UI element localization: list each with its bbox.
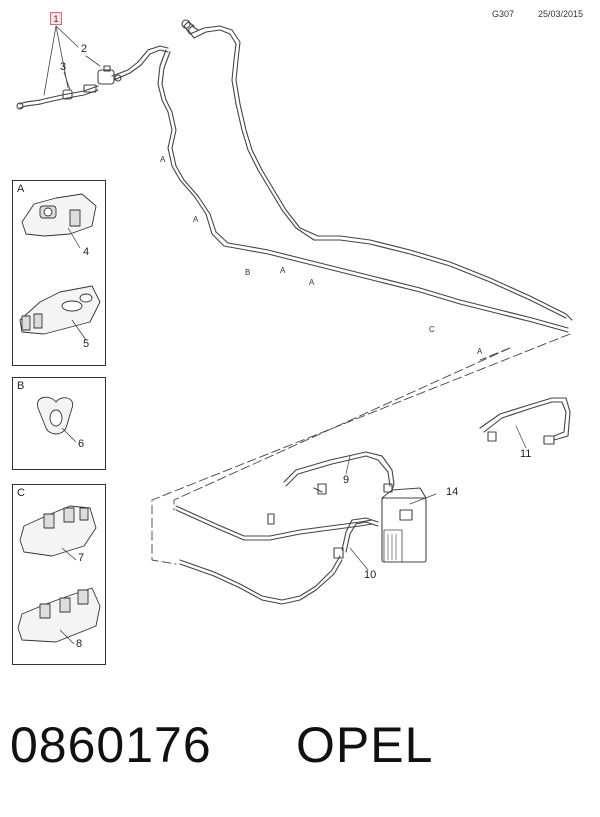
callout-4: 4 xyxy=(83,246,90,258)
reference-box-1: 1 xyxy=(50,12,62,25)
panel-c: C xyxy=(12,484,106,665)
callout-10: 10 xyxy=(364,569,377,581)
callout-5: 5 xyxy=(83,338,90,350)
panel-c-label: C xyxy=(17,487,25,499)
callout-8: 8 xyxy=(76,638,83,650)
zone-label: C xyxy=(429,325,435,334)
zone-label: A xyxy=(280,266,286,275)
floor-outline xyxy=(151,333,571,565)
diagram-code: G307 xyxy=(492,9,515,19)
zone-label: A xyxy=(160,155,166,164)
callout-leaders xyxy=(57,225,527,645)
callout-7: 7 xyxy=(78,552,85,564)
callout-11: 11 xyxy=(520,448,532,460)
zone-label: A xyxy=(193,215,199,224)
callout-9: 9 xyxy=(343,474,350,486)
callout-3: 3 xyxy=(60,61,67,73)
main-lines xyxy=(157,19,573,333)
zone-label: B xyxy=(245,268,251,277)
callout-14: 14 xyxy=(446,486,459,498)
callout-6: 6 xyxy=(78,438,85,450)
panel-b: B xyxy=(12,377,106,470)
item-10-line xyxy=(333,517,379,559)
diagram-date: 25/03/2015 xyxy=(538,9,584,19)
item-9-line xyxy=(283,451,395,495)
panel-a-label: A xyxy=(17,183,25,195)
zone-label: A xyxy=(477,347,483,356)
panel-a: A xyxy=(12,180,106,366)
callout-2: 2 xyxy=(81,43,88,55)
front-line-assembly xyxy=(16,45,169,110)
brand-name: OPEL xyxy=(296,717,434,773)
item-11-line xyxy=(479,397,571,445)
leader-lines xyxy=(43,25,101,96)
zone-label: A xyxy=(309,278,315,287)
part-number: 0860176 xyxy=(10,717,212,773)
panel-b-label: B xyxy=(17,380,25,392)
canister-14 xyxy=(381,487,437,563)
